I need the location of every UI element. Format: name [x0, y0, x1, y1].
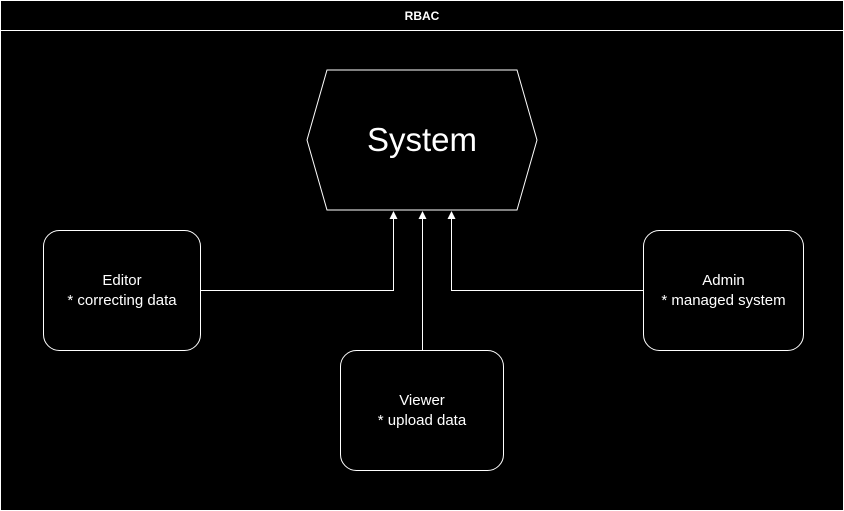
editor-role-permission: * correcting data — [67, 291, 177, 309]
editor-node: Editor * correcting data — [43, 230, 201, 351]
viewer-node: Viewer * upload data — [340, 350, 504, 471]
admin-role-permission: * managed system — [661, 291, 786, 309]
admin-role-name: Admin — [702, 271, 745, 289]
edge-editor-to-system — [200, 218, 394, 291]
viewer-role-permission: * upload data — [377, 411, 467, 429]
editor-role-name: Editor — [102, 271, 142, 289]
diagram-title: RBAC — [404, 8, 440, 23]
edge-admin-to-system — [451, 218, 644, 291]
viewer-role-name: Viewer — [399, 391, 445, 409]
admin-node: Admin * managed system — [643, 230, 804, 351]
arrowhead-viewer — [418, 211, 427, 219]
system-node-label: System — [366, 121, 478, 158]
arrowhead-admin — [447, 211, 456, 219]
system-node-shape — [306, 69, 538, 211]
arrowhead-editor — [389, 211, 398, 219]
system-node: System — [307, 70, 537, 210]
